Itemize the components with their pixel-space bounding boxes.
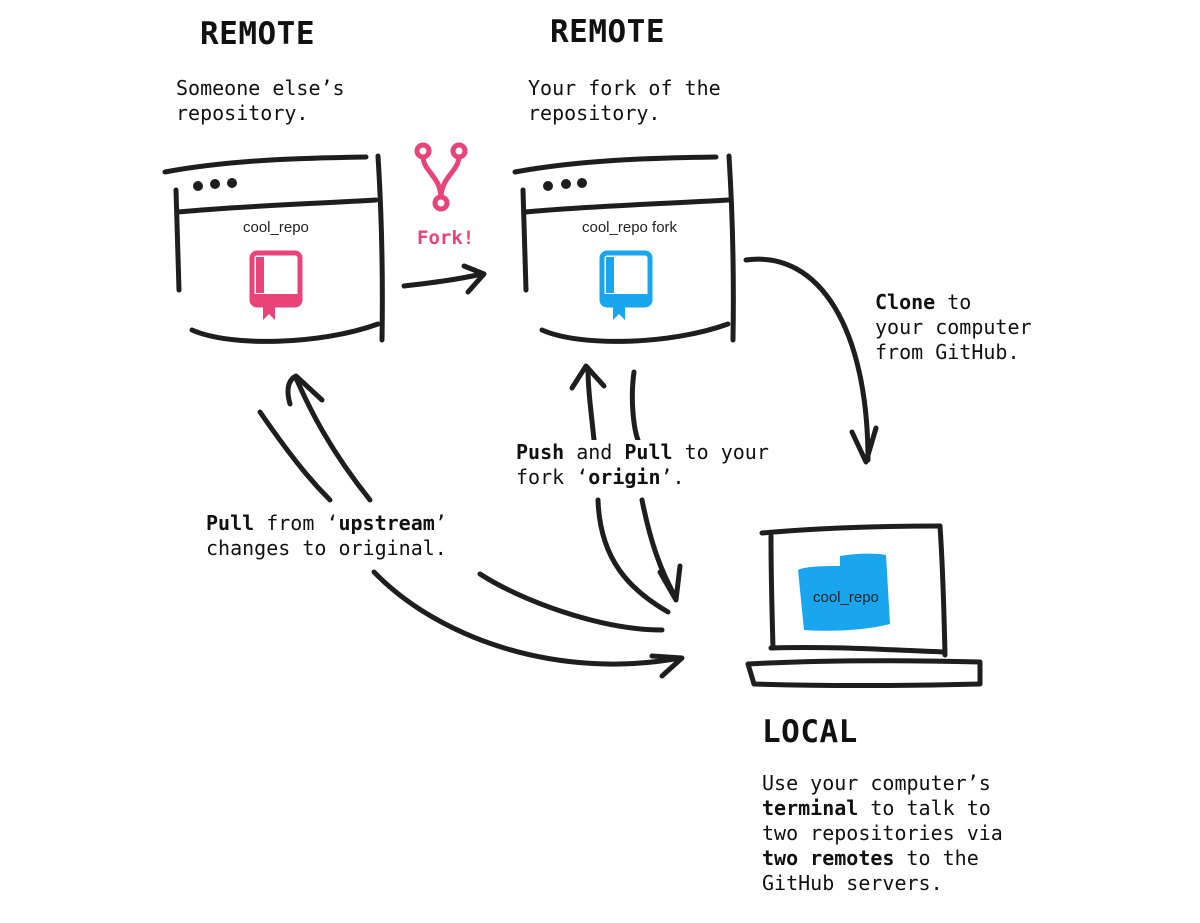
- remote-right-window: [512, 153, 736, 344]
- clone-arrow: [743, 256, 879, 465]
- upstream-pull-keyword: Pull: [206, 511, 255, 535]
- clone-keyword: Clone: [875, 290, 936, 314]
- remote-right-description: Your fork of the repository.: [528, 76, 721, 125]
- push-pull-and: and: [564, 440, 625, 464]
- local-description: Use your computer’s terminal to talk to …: [762, 771, 1003, 896]
- fork-label: Fork!: [417, 227, 475, 249]
- remote-right-title: REMOTE: [550, 14, 665, 50]
- local-pull-arrow: [257, 409, 685, 679]
- remote-left-description: Someone else’s repository.: [176, 76, 345, 125]
- upstream-note-rest: ’ changes to original.: [206, 511, 447, 560]
- local-desc-1: Use your computer’s: [762, 771, 991, 795]
- remote-right-repo-label: cool_repo fork: [582, 219, 678, 236]
- folder-icon: [798, 553, 890, 631]
- clone-note: Clone to your computer from GitHub.: [875, 290, 1032, 365]
- push-pull-note: Push and Pull to your fork ‘origin’.: [516, 440, 769, 490]
- local-desc-3: to the GitHub servers.: [762, 846, 979, 895]
- repo-book-icon: [599, 250, 653, 320]
- push-pull-end: ’.: [660, 465, 685, 489]
- origin-keyword: origin: [588, 465, 661, 489]
- push-keyword: Push: [516, 440, 565, 464]
- upstream-note: Pull from ‘upstream’ changes to original…: [206, 511, 447, 561]
- local-title: LOCAL: [762, 714, 858, 750]
- git-fork-icon: [414, 142, 468, 212]
- upstream-keyword: upstream: [338, 511, 435, 535]
- push-arrow: [569, 363, 671, 615]
- two-remotes-keyword: two remotes: [762, 846, 895, 870]
- laptop: [745, 523, 983, 688]
- push-pull-rest: to your fork ‘: [516, 440, 769, 489]
- upstream-note-mid: from ‘: [254, 511, 339, 535]
- remote-left-title: REMOTE: [200, 16, 315, 52]
- remote-left-window: [162, 153, 385, 344]
- pull-origin-arrow: [629, 369, 683, 603]
- pull-keyword: Pull: [624, 440, 673, 464]
- clone-note-text: to your computer from GitHub.: [875, 290, 1032, 364]
- local-folder-label: cool_repo: [813, 589, 879, 606]
- fork-arrow: [401, 263, 487, 295]
- remote-left-repo-label: cool_repo: [243, 219, 309, 236]
- upstream-arrow: [285, 373, 665, 633]
- local-desc-2: to talk to two repositories via: [762, 796, 1003, 845]
- terminal-keyword: terminal: [762, 796, 859, 820]
- repo-book-icon: [249, 250, 303, 320]
